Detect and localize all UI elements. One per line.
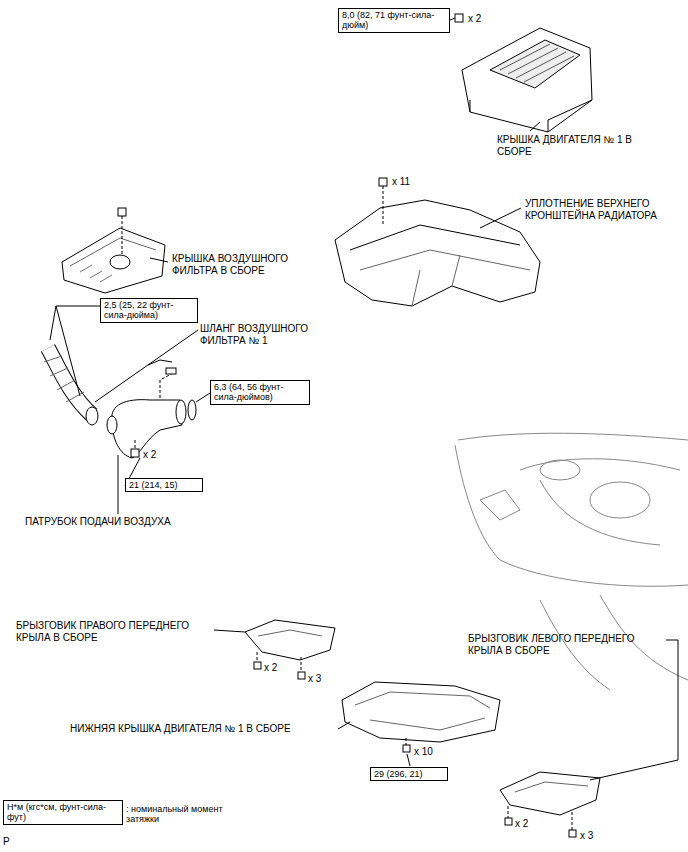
torque-box: 6,3 (64, 56 фунт-сила-дюймов) — [210, 380, 310, 405]
legend-box: Н*м (кгс*см, фунт-сила-фут): номинальный… — [3, 800, 123, 825]
quantity: x 11 — [392, 176, 432, 188]
torque-box: 8,0 (82, 71 фунт-сила-дюйм) — [338, 8, 450, 33]
part-name: БРЫЗГОВИК ЛЕВОГО ПЕРЕДНЕГО КРЫЛА В СБОРЕ — [468, 633, 666, 657]
figure-id: P — [3, 836, 23, 848]
torque-value: 8,0 (82, 71 фунт-сила-дюйм) — [342, 10, 446, 31]
quantity: x 3 — [580, 830, 620, 842]
quantity: x 2 — [264, 662, 304, 674]
quantity: x 2 — [515, 818, 555, 830]
part-name: БРЫЗГОВИК ПРАВОГО ПЕРЕДНЕГО КРЫЛА В СБОР… — [16, 620, 214, 644]
legend-text: : номинальный момент затяжки — [126, 804, 238, 825]
torque-box: 21 (214, 15) — [125, 478, 203, 492]
torque-box: 29 (296, 21) — [370, 767, 448, 781]
torque-value: 21 (214, 15) — [129, 480, 199, 490]
quantity: x 10 — [414, 746, 454, 758]
quantity: x 2 — [468, 13, 508, 25]
quantity: x 3 — [308, 673, 348, 685]
part-name: КРЫШКА ДВИГАТЕЛЯ № 1 В СБОРЕ — [497, 134, 642, 158]
part-name: КРЫШКА ВОЗДУШНОГО ФИЛЬТРА В СБОРЕ — [172, 253, 307, 277]
quantity: x 2 — [143, 449, 183, 461]
part-name: ШЛАНГ ВОЗДУШНОГО ФИЛЬТРА № 1 — [200, 323, 328, 347]
torque-value: 29 (296, 21) — [374, 769, 444, 779]
torque-box: 2,5 (25, 22 фунт-сила-дюйма) — [100, 298, 198, 323]
torque-value: 6,3 (64, 56 фунт-сила-дюймов) — [214, 382, 306, 403]
part-name: ПАТРУБОК ПОДАЧИ ВОЗДУХА — [25, 516, 215, 528]
torque-value: Н*м (кгс*см, фунт-сила-фут) — [7, 802, 119, 823]
part-name: НИЖНЯЯ КРЫШКА ДВИГАТЕЛЯ № 1 В СБОРЕ — [70, 723, 335, 735]
torque-value: 2,5 (25, 22 фунт-сила-дюйма) — [104, 300, 194, 321]
part-name: УПЛОТНЕНИЕ ВЕРХНЕГО КРОНШТЕЙНА РАДИАТОРА — [525, 198, 680, 222]
